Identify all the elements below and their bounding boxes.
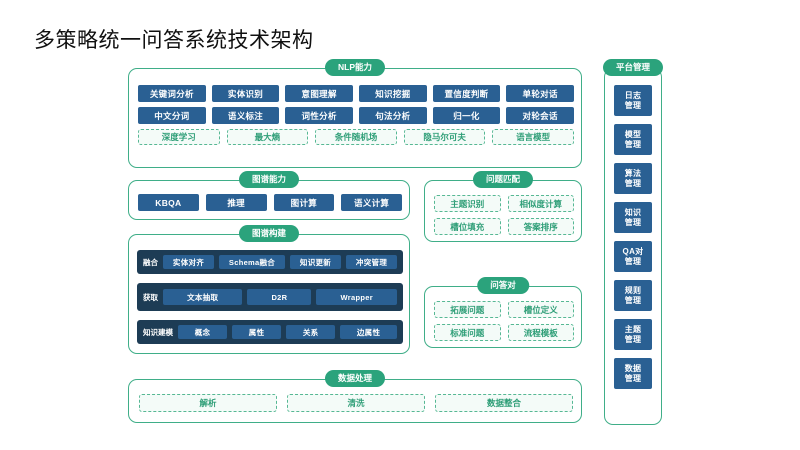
platform-item-line2: 管理 xyxy=(624,373,642,383)
platform-item-model[interactable]: 模型 管理 xyxy=(614,124,652,155)
platform-item-line2: 管理 xyxy=(624,139,642,149)
kg-ability-chip[interactable]: 语义计算 xyxy=(341,194,402,211)
nlp-method-chip[interactable]: 隐马尔可夫 xyxy=(403,129,486,145)
kg-build-chip[interactable]: 冲突管理 xyxy=(346,255,398,269)
kg-build-chip[interactable]: 关系 xyxy=(286,325,336,339)
section-header-qa-pair: 问答对 xyxy=(477,277,529,294)
qa-pair-chip[interactable]: 槽位定义 xyxy=(507,301,574,318)
question-match-chip[interactable]: 主题识别 xyxy=(434,195,501,212)
section-data-process: 数据处理 解析 清洗 数据整合 xyxy=(128,370,582,423)
platform-item-line1: QA对 xyxy=(622,246,644,256)
qa-pair-grid: 拓展问题 槽位定义 标准问题 流程模板 xyxy=(434,301,574,341)
row-label: 获取 xyxy=(143,292,158,302)
nlp-chip[interactable]: 中文分词 xyxy=(138,107,206,124)
platform-item-line1: 数据 xyxy=(624,363,642,373)
kg-build-chip[interactable]: 文本抽取 xyxy=(163,289,243,305)
nlp-chip[interactable]: 句法分析 xyxy=(358,107,427,124)
platform-item-line1: 主题 xyxy=(624,324,642,334)
nlp-method-chip[interactable]: 最大熵 xyxy=(226,129,309,145)
section-kg-build: 图谱构建 融合 实体对齐 Schema融合 知识更新 冲突管理 获取 文本抽取 … xyxy=(128,225,410,354)
platform-item-line1: 日志 xyxy=(624,90,642,100)
platform-item-line2: 管理 xyxy=(624,100,642,110)
kg-build-row-acquire: 获取 文本抽取 D2R Wrapper xyxy=(137,283,403,311)
kg-ability-chip[interactable]: 推理 xyxy=(205,194,267,211)
platform-item-log[interactable]: 日志 管理 xyxy=(614,85,652,116)
nlp-chip[interactable]: 归一化 xyxy=(432,107,501,124)
kg-build-chip[interactable]: D2R xyxy=(247,289,312,305)
section-header-kg-build: 图谱构建 xyxy=(238,225,300,242)
kg-ability-grid: KBQA 推理 图计算 语义计算 xyxy=(138,194,402,211)
platform-item-line1: 规则 xyxy=(624,285,642,295)
question-match-chip[interactable]: 相似度计算 xyxy=(507,195,574,212)
page-title: 多策略统一问答系统技术架构 xyxy=(34,29,314,52)
nlp-method-row: 深度学习 最大熵 条件随机场 隐马尔可夫 语言模型 xyxy=(138,129,574,145)
nlp-method-chip[interactable]: 条件随机场 xyxy=(315,129,397,145)
section-header-kg-ability: 图谱能力 xyxy=(238,171,300,188)
section-nlp-ability: NLP能力 关键词分析 实体识别 意图理解 知识挖掘 置信度判断 单轮对话 中文… xyxy=(128,59,582,168)
kg-build-row-fusion: 融合 实体对齐 Schema融合 知识更新 冲突管理 xyxy=(137,250,403,274)
kg-build-chip[interactable]: 属性 xyxy=(232,325,282,339)
nlp-chip-grid: 关键词分析 实体识别 意图理解 知识挖掘 置信度判断 单轮对话 中文分词 语义标… xyxy=(138,85,574,124)
platform-item-topic[interactable]: 主题 管理 xyxy=(614,319,652,350)
data-process-grid: 解析 清洗 数据整合 xyxy=(139,394,573,412)
platform-item-line1: 模型 xyxy=(624,129,642,139)
kg-build-row-modeling: 知识建模 概念 属性 关系 边属性 xyxy=(137,320,403,344)
kg-build-chip[interactable]: 实体对齐 xyxy=(163,255,215,269)
row-label: 融合 xyxy=(143,257,158,267)
qa-pair-chip[interactable]: 流程模板 xyxy=(507,324,574,341)
row-label: 知识建模 xyxy=(143,327,173,337)
platform-item-line2: 管理 xyxy=(624,334,642,344)
nlp-chip[interactable]: 关键词分析 xyxy=(138,85,206,102)
nlp-chip[interactable]: 知识挖掘 xyxy=(358,85,427,102)
kg-ability-chip[interactable]: KBQA xyxy=(138,194,199,211)
platform-item-line2: 管理 xyxy=(624,217,642,227)
kg-build-chip[interactable]: 概念 xyxy=(178,325,228,339)
platform-item-rule[interactable]: 规则 管理 xyxy=(614,280,652,311)
question-match-grid: 主题识别 相似度计算 槽位填充 答案排序 xyxy=(434,195,574,235)
qa-pair-chip[interactable]: 标准问题 xyxy=(434,324,501,341)
data-process-chip[interactable]: 解析 xyxy=(139,394,277,412)
platform-item-line2: 管理 xyxy=(624,295,642,305)
nlp-chip[interactable]: 置信度判断 xyxy=(432,85,501,102)
platform-item-line2: 管理 xyxy=(624,256,642,266)
platform-item-line2: 管理 xyxy=(624,178,642,188)
nlp-chip[interactable]: 语义标注 xyxy=(211,107,280,124)
nlp-chip[interactable]: 对轮会话 xyxy=(506,107,574,124)
kg-build-chip[interactable]: Wrapper xyxy=(316,289,398,305)
platform-item-line1: 知识 xyxy=(624,207,642,217)
platform-item-knowledge[interactable]: 知识 管理 xyxy=(614,202,652,233)
platform-item-line1: 算法 xyxy=(624,168,642,178)
kg-build-chip[interactable]: 边属性 xyxy=(340,325,397,339)
section-header-platform-management: 平台管理 xyxy=(602,59,664,76)
nlp-chip[interactable]: 单轮对话 xyxy=(506,85,574,102)
data-process-chip[interactable]: 数据整合 xyxy=(435,394,573,412)
section-header-question-match: 问题匹配 xyxy=(472,171,534,188)
section-kg-ability: 图谱能力 KBQA 推理 图计算 语义计算 xyxy=(128,171,410,220)
section-header-data-process: 数据处理 xyxy=(324,370,386,387)
platform-item-qa-pair[interactable]: QA对 管理 xyxy=(614,241,652,272)
kg-build-chip[interactable]: 知识更新 xyxy=(290,255,342,269)
kg-build-chip[interactable]: Schema融合 xyxy=(219,255,285,269)
section-platform-management: 平台管理 日志 管理 模型 管理 算法 管理 知识 管理 QA对 管理 xyxy=(602,59,664,425)
platform-item-list: 日志 管理 模型 管理 算法 管理 知识 管理 QA对 管理 规则 管理 xyxy=(614,85,652,389)
section-qa-pair: 问答对 拓展问题 槽位定义 标准问题 流程模板 xyxy=(424,277,582,348)
nlp-method-chip[interactable]: 语言模型 xyxy=(492,129,574,145)
platform-item-algorithm[interactable]: 算法 管理 xyxy=(614,163,652,194)
nlp-method-chip[interactable]: 深度学习 xyxy=(138,129,220,145)
section-question-match: 问题匹配 主题识别 相似度计算 槽位填充 答案排序 xyxy=(424,171,582,242)
nlp-chip[interactable]: 实体识别 xyxy=(211,85,280,102)
platform-item-data[interactable]: 数据 管理 xyxy=(614,358,652,389)
kg-ability-chip[interactable]: 图计算 xyxy=(273,194,335,211)
question-match-chip[interactable]: 答案排序 xyxy=(507,218,574,235)
qa-pair-chip[interactable]: 拓展问题 xyxy=(434,301,501,318)
nlp-chip[interactable]: 意图理解 xyxy=(285,85,353,102)
nlp-chip[interactable]: 词性分析 xyxy=(285,107,353,124)
data-process-chip[interactable]: 清洗 xyxy=(287,394,425,412)
section-header-nlp: NLP能力 xyxy=(324,59,386,76)
question-match-chip[interactable]: 槽位填充 xyxy=(434,218,501,235)
